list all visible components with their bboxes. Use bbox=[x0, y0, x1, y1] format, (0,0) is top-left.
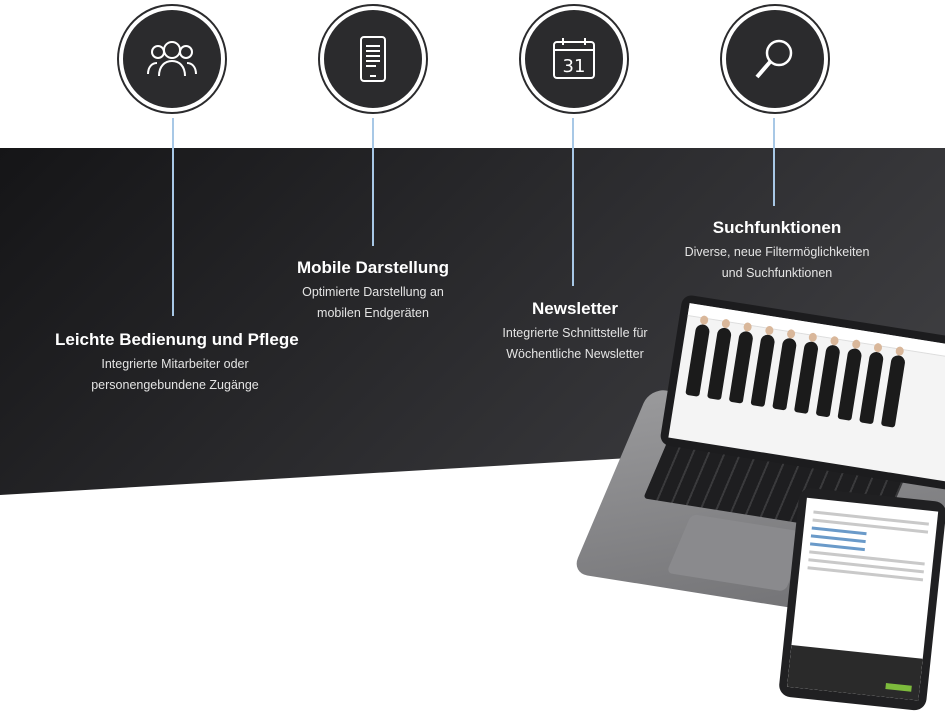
users-group-icon bbox=[119, 6, 225, 112]
tablet-footer-button bbox=[885, 683, 912, 692]
person-figure bbox=[837, 347, 863, 421]
magnifier-icon bbox=[722, 6, 828, 112]
person-figure bbox=[728, 330, 754, 404]
person-figure bbox=[793, 340, 820, 414]
feature-desc-line: mobilen Endgeräten bbox=[317, 306, 429, 320]
person-figure bbox=[859, 351, 885, 425]
svg-text:31: 31 bbox=[563, 56, 586, 77]
feature-users: Leichte Bedienung und Pflege Integrierte… bbox=[55, 330, 299, 396]
feature-mobile: Mobile Darstellung Optimierte Darstellun… bbox=[268, 258, 478, 324]
tablet-link-line bbox=[810, 534, 866, 544]
tablet-footer-banner bbox=[787, 644, 923, 701]
feature-desc-line: personengebundene Zugänge bbox=[91, 378, 259, 392]
feature-desc: Integrierte Mitarbeiter oder personengeb… bbox=[55, 354, 295, 396]
connector-line bbox=[172, 118, 174, 316]
feature-newsletter: Newsletter Integrierte Schnittstelle für… bbox=[475, 299, 675, 365]
calendar-icon: 31 bbox=[521, 6, 627, 112]
feature-search: Suchfunktionen Diverse, neue Filtermögli… bbox=[672, 218, 882, 284]
person-figure bbox=[685, 323, 711, 397]
feature-title: Newsletter bbox=[532, 299, 618, 318]
connector-line bbox=[773, 118, 775, 206]
feature-desc: Optimierte Darstellung an mobilen Endger… bbox=[268, 282, 478, 324]
feature-desc-line: und Suchfunktionen bbox=[721, 266, 833, 280]
connector-line bbox=[372, 118, 374, 246]
person-figure bbox=[815, 344, 841, 418]
feature-title: Leichte Bedienung und Pflege bbox=[55, 330, 299, 349]
person-figure bbox=[772, 337, 798, 411]
feature-desc-line: Integrierte Schnittstelle für bbox=[502, 326, 648, 340]
website-people-row bbox=[675, 316, 945, 437]
tablet-image bbox=[778, 487, 945, 711]
feature-desc-line: Integrierte Mitarbeiter oder bbox=[101, 357, 249, 371]
tablet-website-preview bbox=[787, 497, 939, 701]
feature-desc-line: Optimierte Darstellung an bbox=[302, 285, 444, 299]
tablet-link-line bbox=[811, 526, 867, 536]
feature-desc-line: Diverse, neue Filtermöglichkeiten bbox=[684, 245, 870, 259]
person-figure bbox=[750, 333, 776, 408]
connector-line bbox=[572, 118, 574, 286]
person-figure bbox=[880, 354, 906, 428]
feature-desc: Integrierte Schnittstelle für Wöchentlic… bbox=[475, 323, 675, 365]
feature-title: Suchfunktionen bbox=[712, 218, 842, 237]
feature-desc-line: Wöchentliche Newsletter bbox=[506, 347, 644, 361]
person-figure bbox=[707, 326, 733, 401]
laptop-trackpad bbox=[666, 514, 810, 592]
feature-desc: Diverse, neue Filtermöglichkeiten und Su… bbox=[672, 242, 882, 284]
tablet-link-line bbox=[809, 542, 865, 552]
feature-title: Mobile Darstellung bbox=[296, 258, 450, 277]
smartphone-icon bbox=[320, 6, 426, 112]
